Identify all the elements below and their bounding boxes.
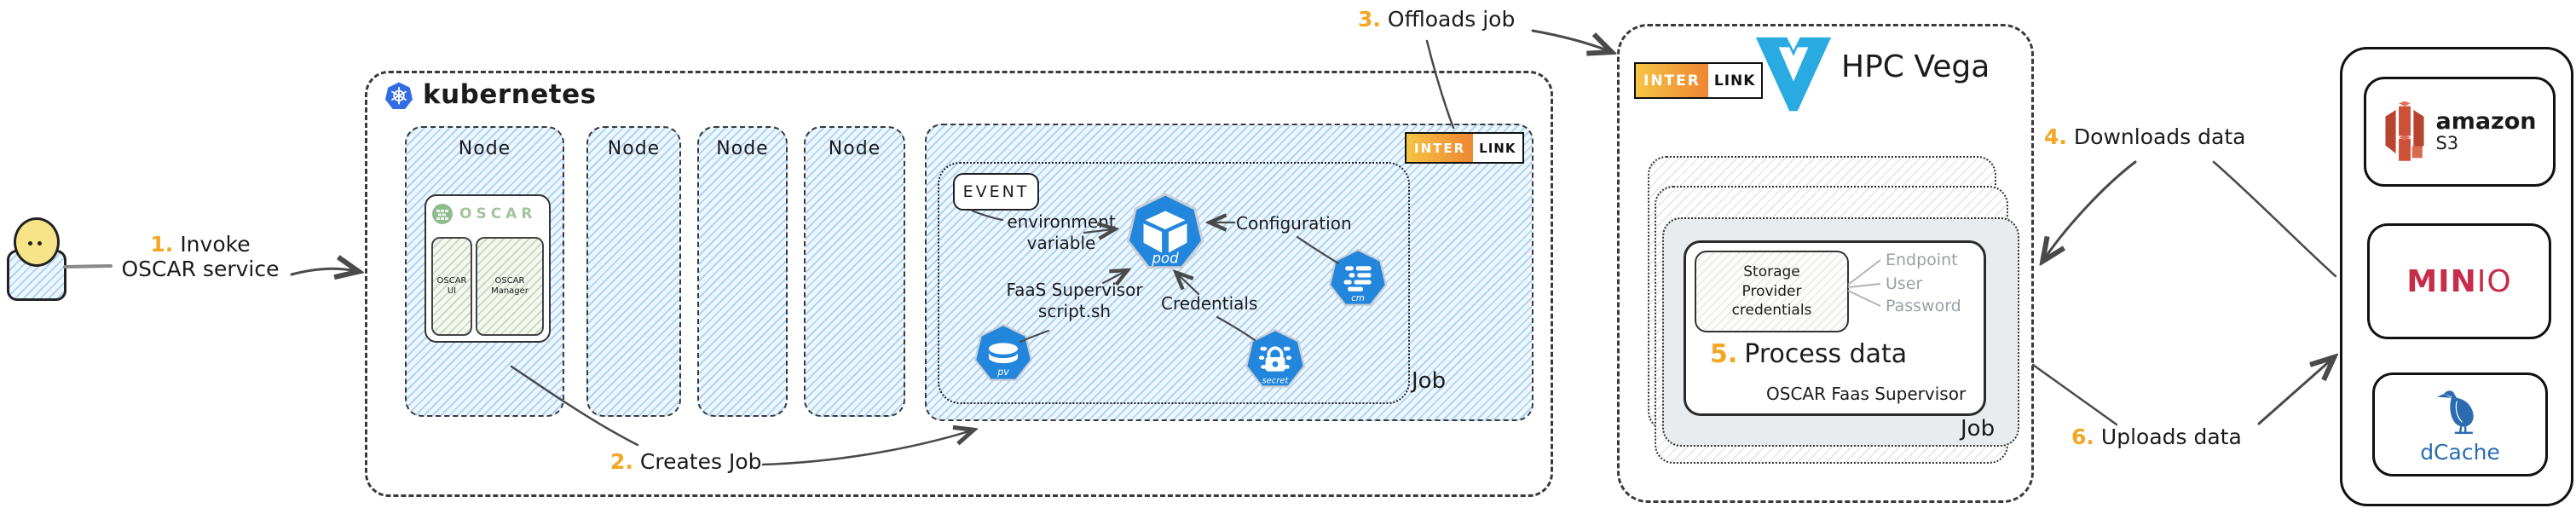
uploads-source-line [2031,363,2118,426]
pv-icon: pv [973,323,1033,381]
pv-icon-label: pv [996,367,1009,378]
configmap-icon: cm [1328,248,1388,306]
env-var-label: environment variable [1007,211,1116,253]
kubernetes-title: kubernetes [423,79,597,110]
pod-icon-label: pod [1151,250,1179,266]
oscar-manager-box: OSCAR Manager [476,237,544,336]
step-2-label: 2.Creates Job [610,449,761,474]
downloads-arrow [2044,160,2137,259]
step-5-label: 5.Process data [1710,339,1907,369]
step-3-label: 3.Offloads job [1358,7,1515,32]
vega-logo-icon [1755,37,1832,112]
credential-field-user: User [1886,274,1923,293]
offloads-arrow [1531,29,1609,51]
step-1-label: 1.Invoke OSCAR service [94,232,307,281]
node-3: Node [697,126,788,417]
step-3-number: 3. [1358,7,1381,32]
node-job: Node [925,124,1533,421]
amazon-s3-label: amazon [2435,107,2537,135]
interlink-badge-k8s: INTER LINK [1405,132,1524,164]
interlink-badge-right: LINK [1479,140,1516,156]
event-box: EVENT [953,173,1039,211]
node-2: Node [586,126,681,417]
interlink-badge-right: LINK [1713,72,1756,90]
node-label: Node [828,138,881,159]
oscar-brand: OSCAR [459,205,537,222]
dcache-bird-icon [2436,390,2474,434]
oscar-ui-box: OSCAR UI [431,237,472,336]
user-eye-right [38,241,42,245]
amazon-s3-sublabel: S3 [2435,132,2459,153]
faas-supervisor-label: FaaS Supervisor script.sh [1006,280,1143,321]
credentials-label: Credentials [1161,293,1258,314]
downloads-source-line [2212,160,2337,278]
minio-card: MINIO [2367,223,2551,339]
amazon-s3-icon [2385,101,2425,161]
node-label: Node [607,138,661,159]
oscar-faas-supervisor-label: OSCAR Faas Supervisor [1766,384,1967,404]
step-6-text: Uploads data [2100,424,2242,449]
user-avatar [14,217,60,267]
step-6-number: 6. [2071,424,2094,449]
step-4-text: Downloads data [2073,124,2246,149]
secret-icon: secret [1245,328,1306,388]
secret-icon-label: secret [1262,376,1290,385]
step-1-number: 1. [150,232,174,257]
step-4-label: 4.Downloads data [2044,124,2245,149]
interlink-badge-left: INTER [1406,134,1474,162]
cm-icon-label: cm [1351,293,1365,303]
node-4: Node [804,126,905,417]
step-5-number: 5. [1710,339,1738,369]
credential-field-endpoint: Endpoint [1886,251,1958,269]
interlink-badge-hpc: INTER LINK [1634,62,1764,99]
k8s-job-label: Job [1412,368,1447,394]
amazon-s3-card: amazon S3 [2364,77,2556,187]
oscar-logo-icon [432,204,453,224]
oscar-deployment-box: OSCAR OSCAR UI OSCAR Manager [425,194,551,343]
minio-logo: MINIO [2406,263,2512,299]
configuration-label: Configuration [1236,213,1352,234]
step-5-text: Process data [1744,339,1908,369]
pod-icon: pod [1126,193,1204,269]
uploads-arrow [2257,359,2332,425]
credential-field-password: Password [1886,297,1961,315]
step-6-label: 6.Uploads data [2071,424,2242,449]
dcache-label: dCache [2420,439,2500,465]
step-2-number: 2. [610,449,633,474]
node-label: Node [458,138,511,159]
step-3-text: Offloads job [1387,7,1516,32]
user-eye-left [28,241,32,245]
kubernetes-icon [384,82,413,109]
storage-provider-credentials-box: Storage Provider credentials [1695,251,1849,332]
step-2-text: Creates Job [639,449,762,474]
interlink-badge-left: INTER [1636,64,1708,97]
node-label: Node [716,138,769,159]
step-4-number: 4. [2044,124,2067,149]
dcache-card: dCache [2372,373,2548,476]
step-1-text: Invoke OSCAR service [121,232,280,281]
k8s-job-region [938,162,1410,404]
hpc-vega-title: HPC Vega [1841,49,1990,84]
hpc-job-label: Job [1961,416,1996,442]
